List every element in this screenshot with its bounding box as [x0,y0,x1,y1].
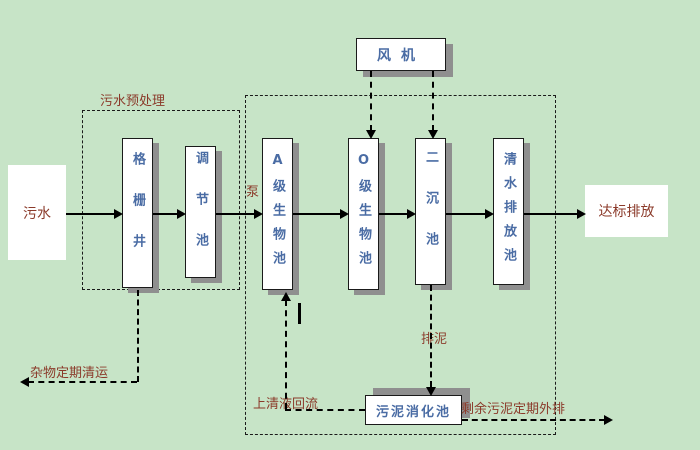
fan-label: 风机 [377,47,425,64]
o-bio-tank-label: O级生物池 [356,153,371,275]
secondary-clarifier-tank: 二沉池 [415,138,446,285]
arrowhead-right-icon [407,209,416,219]
sludge-line-secondary-digestion [430,285,432,387]
influent-box: 污水 [8,165,66,260]
arrowhead-right-icon [340,209,349,219]
arrowhead-right-icon [114,209,123,219]
regulating-tank: 调节池 [185,146,216,278]
supernatant-return-line-horizontal [285,409,365,411]
flow-line-regulating-abio [216,213,256,215]
arrowhead-right-icon [577,209,586,219]
arrowhead-up-icon [281,292,291,301]
o-bio-tank: O级生物池 [348,138,379,290]
effluent-box: 达标排放 [585,185,668,237]
main-process-dashed-region [245,95,556,435]
influent-label: 污水 [23,205,51,222]
grid-well-tank: 格栅井 [122,138,153,288]
a-bio-tank-label: A级生物池 [270,153,285,275]
clear-water-tank-label: 清水排放池 [501,151,516,272]
excess-sludge-line [462,419,605,421]
flow-line-gridwell-regulating [153,213,179,215]
flow-line-influent-gridwell [66,213,116,215]
debris-line-vertical [137,290,139,382]
fan-box: 风机 [356,38,446,71]
flow-line-obio-secondary [379,213,409,215]
arrowhead-right-icon [604,415,613,425]
a-bio-tank: A级生物池 [262,138,293,290]
sludge-digestion-label: 污泥消化池 [375,404,451,420]
secondary-clarifier-label: 二沉池 [423,150,438,273]
pump-label: 泵 [246,185,260,200]
air-line-fan-obio [370,71,372,131]
arrowhead-down-icon [428,130,438,139]
arrowhead-right-icon [254,209,263,219]
pretreatment-label: 污水预处理 [100,94,166,109]
air-line-fan-secondary [432,71,434,131]
arrowhead-left-icon [20,377,29,387]
sludge-digestion-tank: 污泥消化池 [365,395,462,425]
regulating-tank-label: 调节池 [193,150,208,274]
flow-line-secondary-clearwater [446,213,487,215]
arrowhead-right-icon [177,209,186,219]
excess-sludge-label: 剩余污泥定期外排 [461,402,566,417]
cursor-mark [298,303,301,324]
supernatant-return-line-vertical [285,300,287,409]
grid-well-label: 格栅井 [130,151,145,275]
debris-removal-label: 杂物定期清运 [30,366,109,381]
flow-line-abio-obio [293,213,342,215]
sludge-discharge-label: 排泥 [419,328,450,347]
flow-line-clearwater-effluent [524,213,579,215]
clear-water-tank: 清水排放池 [493,138,524,285]
arrowhead-right-icon [485,209,494,219]
effluent-label: 达标排放 [598,204,655,220]
arrowhead-down-icon [426,387,436,396]
debris-line-horizontal [28,381,137,383]
arrowhead-down-icon [366,130,376,139]
pretreatment-dashed-region [82,110,240,290]
